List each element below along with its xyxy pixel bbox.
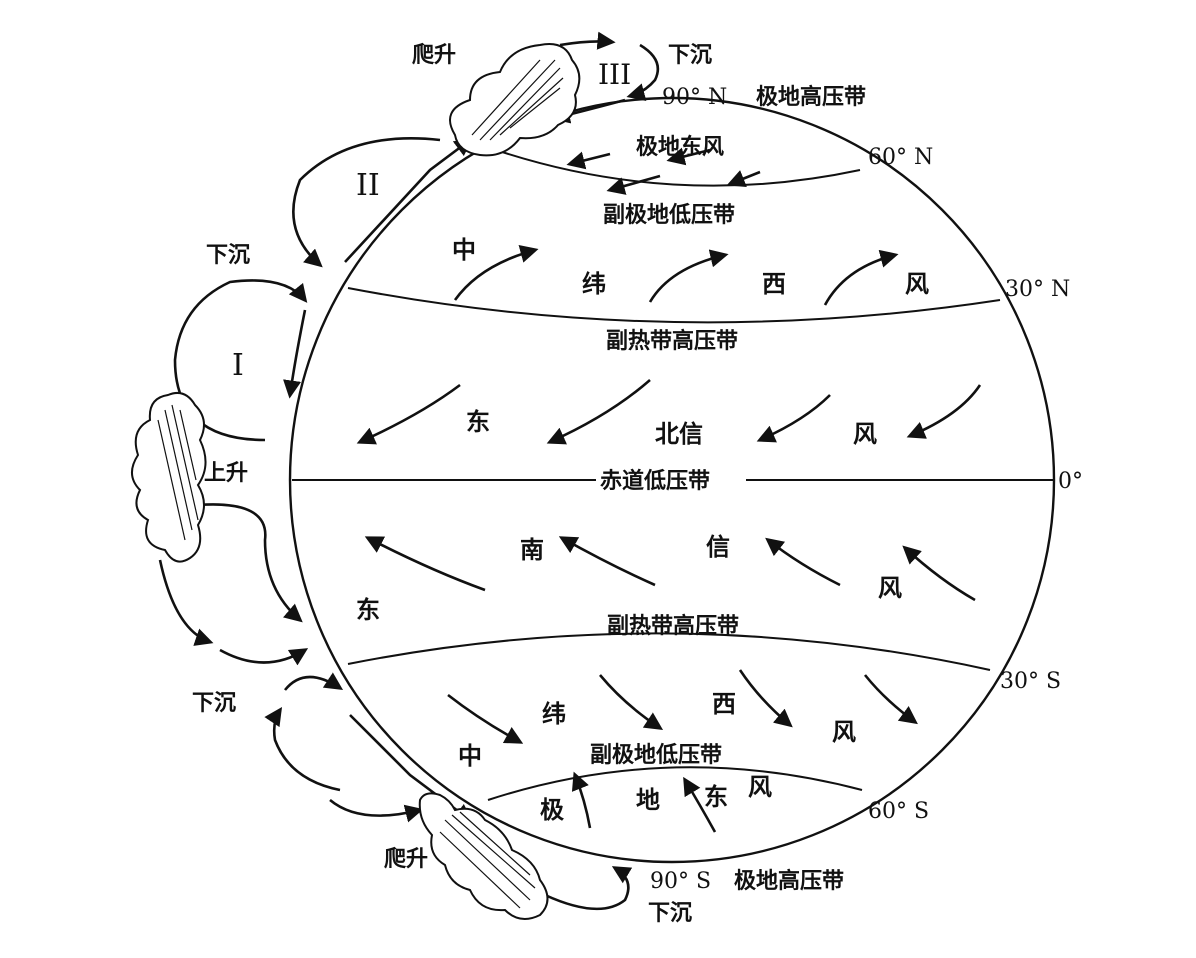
wind-ne-trades-c3: 风 bbox=[853, 420, 877, 448]
wind-arrow bbox=[738, 669, 793, 728]
wind-arrow bbox=[648, 249, 729, 303]
latitude-line-30n bbox=[347, 287, 1001, 324]
wind-polar-easterlies-s-c4: 风 bbox=[748, 773, 772, 801]
circulation-arrow bbox=[283, 672, 344, 691]
wind-polar-easterlies-s-c1: 极 bbox=[540, 796, 564, 824]
wind-arrow bbox=[558, 536, 656, 587]
wind-arrow bbox=[765, 537, 841, 587]
cell-label-1: I bbox=[232, 348, 244, 383]
lat-label-30n: 30° N bbox=[1005, 277, 1070, 302]
cloud-north bbox=[449, 43, 581, 157]
lat-label-60s: 60° S bbox=[868, 799, 929, 824]
wind-se-trades-c3: 信 bbox=[706, 533, 730, 561]
wind-arrow bbox=[566, 151, 611, 170]
wind-ne-trades-c2: 北信 bbox=[655, 420, 703, 448]
belt-subtropical-high-n: 副热带高压带 bbox=[606, 328, 738, 354]
wind-se-trades-c1: 东 bbox=[356, 596, 380, 624]
wind-se-trades-c2: 南 bbox=[520, 536, 544, 564]
wind-arrow bbox=[756, 394, 831, 443]
label-climb-south: 爬升 bbox=[384, 847, 428, 872]
wind-polar-easterlies-s-c3: 东 bbox=[704, 783, 728, 811]
wind-polar-easterlies-n: 极地东风 bbox=[636, 134, 724, 160]
belt-subtropical-high-s: 副热带高压带 bbox=[607, 613, 739, 639]
wind-westerlies-s-c2: 纬 bbox=[542, 700, 566, 728]
label-sink-bottom: 下沉 bbox=[648, 901, 692, 926]
circulation-arrow bbox=[292, 137, 441, 268]
wind-arrow bbox=[599, 674, 664, 730]
wind-ne-trades-c1: 东 bbox=[466, 408, 490, 436]
latitude-line-60n bbox=[489, 147, 861, 187]
wind-arrow bbox=[683, 776, 717, 833]
belt-polar-high-s: 极地高压带 bbox=[734, 868, 844, 894]
wind-se-trades-c4: 风 bbox=[878, 574, 902, 602]
wind-westerlies-n-c4: 风 bbox=[905, 270, 929, 298]
wind-arrow bbox=[571, 771, 592, 829]
wind-arrow bbox=[823, 249, 899, 306]
circulation-arrow bbox=[559, 31, 616, 50]
circulation-arrow bbox=[626, 43, 660, 102]
lat-label-90n: 90° N bbox=[662, 85, 727, 110]
wind-arrow bbox=[902, 545, 976, 602]
circulation-arrow bbox=[544, 866, 633, 911]
circulation-arrow bbox=[219, 648, 309, 666]
circulation-arrow bbox=[329, 798, 424, 823]
latitude-line-30s bbox=[347, 632, 991, 671]
wind-arrow bbox=[546, 379, 651, 445]
wind-arrow bbox=[666, 147, 711, 166]
lat-label-90s: 90° S bbox=[650, 869, 711, 894]
wind-arrow bbox=[863, 674, 918, 725]
wind-arrow bbox=[606, 174, 661, 195]
wind-arrow bbox=[453, 245, 539, 301]
belt-polar-high-n: 极地高压带 bbox=[756, 84, 866, 110]
circulation-arrow bbox=[197, 503, 303, 623]
wind-westerlies-n-c2: 纬 bbox=[582, 270, 606, 298]
circulation-arrow bbox=[344, 137, 473, 263]
label-rise-equator: 上升 bbox=[204, 461, 248, 486]
label-sink-30n: 下沉 bbox=[206, 243, 250, 268]
wind-westerlies-s-c1: 中 bbox=[458, 742, 482, 770]
label-sink-30s: 下沉 bbox=[192, 691, 236, 716]
label-sink-top: 下沉 bbox=[668, 43, 712, 68]
belt-subpolar-low-n: 副极地低压带 bbox=[603, 203, 735, 228]
wind-arrow bbox=[447, 693, 524, 744]
equator-label-bg bbox=[596, 466, 746, 494]
circulation-arrow bbox=[264, 706, 341, 792]
circulation-arrow bbox=[158, 559, 214, 646]
cell-label-2: II bbox=[356, 168, 380, 203]
wind-westerlies-s-c4: 风 bbox=[832, 718, 856, 746]
lat-label-60n: 60° N bbox=[868, 145, 933, 170]
label-climb-north: 爬升 bbox=[412, 43, 456, 68]
belt-subpolar-low-s: 副极地低压带 bbox=[590, 743, 722, 768]
latitude-line-60s bbox=[487, 766, 863, 801]
wind-arrow bbox=[356, 383, 461, 445]
wind-westerlies-n-c3: 西 bbox=[762, 270, 786, 298]
wind-arrow bbox=[726, 170, 761, 188]
lat-label-30s: 30° S bbox=[1000, 669, 1061, 694]
cloud-south bbox=[418, 792, 549, 920]
wind-polar-easterlies-s-c2: 地 bbox=[636, 786, 660, 814]
lat-label-eq: 0° bbox=[1058, 469, 1083, 494]
wind-arrow bbox=[906, 384, 982, 439]
wind-arrow bbox=[364, 536, 486, 592]
wind-westerlies-n-c1: 中 bbox=[452, 236, 476, 264]
cloud-equator bbox=[131, 392, 207, 563]
wind-westerlies-s-c3: 西 bbox=[712, 690, 736, 718]
circulation-arrow bbox=[283, 309, 307, 399]
cell-label-3: III bbox=[598, 58, 631, 91]
belt-equatorial-low: 赤道低压带 bbox=[600, 468, 710, 494]
